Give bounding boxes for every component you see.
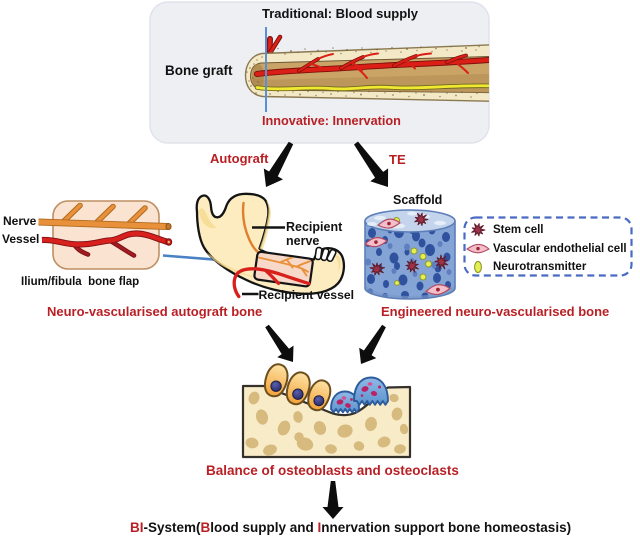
tissue-blobs <box>245 391 409 456</box>
vessel-label: Vessel <box>2 232 40 246</box>
innovative-subtitle: Innovative: Innervation <box>262 113 401 128</box>
nerve-label: Nerve <box>3 214 37 228</box>
stem-cell-icon <box>463 222 493 238</box>
conclusion-segment: BI <box>130 520 144 535</box>
legend: Stem cell Vascular endothelial cell Neur… <box>463 216 633 277</box>
autograft-result-label: Neuro-vascularised autograft bone <box>47 303 263 319</box>
recipient-nerve-line <box>241 201 260 254</box>
neurotransmitter-icon <box>463 260 493 274</box>
flap-caption: Ilium/fibula bone flap <box>21 275 140 288</box>
graft-nerve-branches <box>257 255 311 277</box>
legend-border <box>463 216 633 277</box>
engineered-result-label: Engineered neuro-vascularised bone <box>381 303 610 319</box>
teeth <box>314 246 337 263</box>
traditional-title: Traditional: Blood supply <box>262 6 418 21</box>
arrow-to-bi-system <box>322 481 344 519</box>
recipient-nerve-label: Recipient nerve <box>286 219 343 249</box>
legend-row-stem-cell: Stem cell <box>463 221 633 239</box>
legend-row-neurotransmitter: Neurotransmitter <box>463 258 633 276</box>
bone-graft-label: Bone graft <box>165 63 233 78</box>
balance-caption: Balance of osteoblasts and osteoclasts <box>206 463 459 478</box>
legend-label-stem-cell: Stem cell <box>493 224 544 236</box>
top-panel <box>149 1 490 144</box>
legend-label-neurotransmitter: Neurotransmitter <box>493 261 587 273</box>
conclusion-segment: I <box>317 520 322 535</box>
conclusion-segment: lood supply and <box>210 520 318 535</box>
conclusion-segment: B <box>200 520 211 535</box>
legend-row-endothelial: Vascular endothelial cell <box>463 240 633 258</box>
jaw-illustration <box>195 192 346 299</box>
arrow-to-autograft <box>263 141 294 187</box>
osteoclasts <box>330 376 389 414</box>
autograft-label: Autograft <box>210 150 269 166</box>
te-label: TE <box>389 152 406 167</box>
bone-graft-illustration <box>244 27 489 112</box>
flap-nerve <box>38 202 169 230</box>
conclusion-segment: -System( <box>143 520 201 535</box>
stem-cells <box>369 212 449 276</box>
arrow-te-to-balance <box>359 324 386 364</box>
recipient-vessel-label: Recipient vessel <box>258 287 355 302</box>
conclusion-segment: nnervation support bone homeostasis) <box>321 520 572 535</box>
bone-speckles <box>246 45 480 98</box>
flow-arrows <box>263 141 389 519</box>
arrow-to-te <box>354 141 389 187</box>
bi-system-conclusion: BI-System(Blood supply and Innervation s… <box>130 520 571 535</box>
scaffold-label: Scaffold <box>393 193 443 207</box>
arrow-autograft-to-balance <box>265 324 294 362</box>
bone-flap-illustration <box>38 200 173 270</box>
recipient-vessel-line <box>232 267 311 299</box>
osteoblasts <box>263 363 332 412</box>
vascular-endothelial-cell-icon <box>463 243 493 255</box>
scaffold-illustration <box>364 209 456 300</box>
bone-remodeling-illustration <box>241 363 412 459</box>
flap-vessel <box>41 230 169 258</box>
legend-label-endothelial: Vascular endothelial cell <box>493 242 627 255</box>
endothelial-cells <box>364 218 451 296</box>
